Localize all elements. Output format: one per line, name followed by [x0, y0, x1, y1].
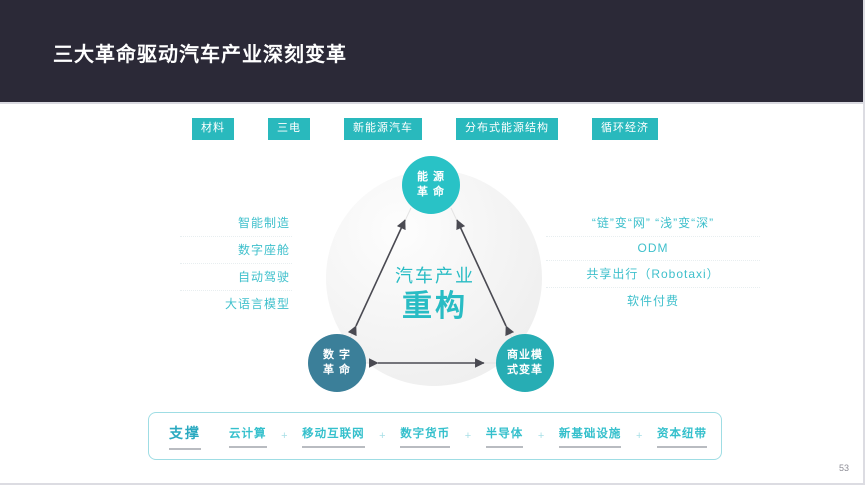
- node-digital-revolution[interactable]: 数 字 革 命: [308, 334, 366, 392]
- left-item-large-language-model: 大语言模型: [224, 297, 290, 311]
- node-business-line2: 式变革: [507, 364, 543, 376]
- left-item-autonomous-driving: 自动驾驶: [180, 264, 292, 291]
- plus-icon: +: [379, 430, 386, 442]
- tag-new-energy-vehicle[interactable]: 新能源汽车: [344, 118, 422, 140]
- page-title: 三大革命驱动汽车产业深刻变革: [53, 44, 347, 66]
- center-label-line2: 重构: [402, 289, 468, 323]
- center-label-line1: 汽车产业: [395, 266, 475, 286]
- plus-icon: +: [635, 430, 643, 442]
- support-item-semiconductor[interactable]: 半导体: [485, 425, 524, 448]
- diagram-center-label: 汽车产业 重构: [300, 266, 570, 325]
- support-item-new-infrastructure[interactable]: 新基础设施: [558, 425, 622, 448]
- tag-circular-economy[interactable]: 循环经济: [592, 118, 658, 140]
- node-digital-line2: 革 命: [322, 364, 352, 376]
- support-item-capital-link[interactable]: 资本纽带: [656, 425, 707, 448]
- tag-three-electric[interactable]: 三电: [268, 118, 310, 140]
- left-keyword-list: 智能制造 数字座舱 自动驾驶 大语言模型: [180, 210, 292, 317]
- node-digital-line1: 数 字: [322, 349, 352, 362]
- node-energy-revolution[interactable]: 能 源 革 命: [402, 156, 460, 214]
- tag-distributed-energy-structure[interactable]: 分布式能源结构: [456, 118, 558, 140]
- page-number: 53: [838, 463, 849, 473]
- right-item-chain-to-net: “链”变“网” “浅”变“深”: [546, 210, 760, 237]
- left-item-smart-manufacturing: 智能制造: [180, 210, 292, 237]
- support-item-list: 云计算 + 移动互联网 + 数字货币 + 半导体 + 新基础设施 + 资本纽带: [229, 425, 721, 448]
- tag-row: 材料 三电 新能源汽车 分布式能源结构 循环经济: [192, 118, 658, 140]
- plus-icon: +: [464, 430, 472, 442]
- tag-material[interactable]: 材料: [192, 118, 234, 140]
- support-label: 支撑: [169, 423, 201, 450]
- slide-header: 三大革命驱动汽车产业深刻变革: [0, 0, 863, 104]
- triangle-diagram: 能 源 革 命 数 字 革 命 商业模 式变革 汽车产业 重构: [300, 148, 570, 400]
- left-item-digital-cockpit: 数字座舱: [180, 237, 292, 264]
- right-item-shared-mobility: 共享出行（Robotaxi）: [546, 261, 760, 288]
- support-item-cloud-computing[interactable]: 云计算: [229, 425, 267, 448]
- plus-icon: +: [537, 430, 545, 442]
- diagram-arrows: [347, 207, 515, 368]
- support-item-mobile-internet[interactable]: 移动互联网: [302, 425, 365, 448]
- plus-icon: +: [281, 430, 288, 442]
- support-bar: 支撑 云计算 + 移动互联网 + 数字货币 + 半导体 + 新基础设施 + 资本…: [148, 412, 722, 460]
- right-item-odm: ODM: [546, 237, 760, 261]
- node-business-model-change[interactable]: 商业模 式变革: [496, 334, 554, 392]
- right-item-software-payment: 软件付费: [626, 294, 679, 308]
- support-item-digital-currency[interactable]: 数字货币: [400, 425, 451, 448]
- node-energy-line1: 能 源: [416, 171, 446, 184]
- node-business-line1: 商业模: [507, 349, 543, 362]
- node-energy-line2: 革 命: [416, 186, 446, 198]
- right-keyword-list: “链”变“网” “浅”变“深” ODM 共享出行（Robotaxi） 软件付费: [546, 210, 760, 314]
